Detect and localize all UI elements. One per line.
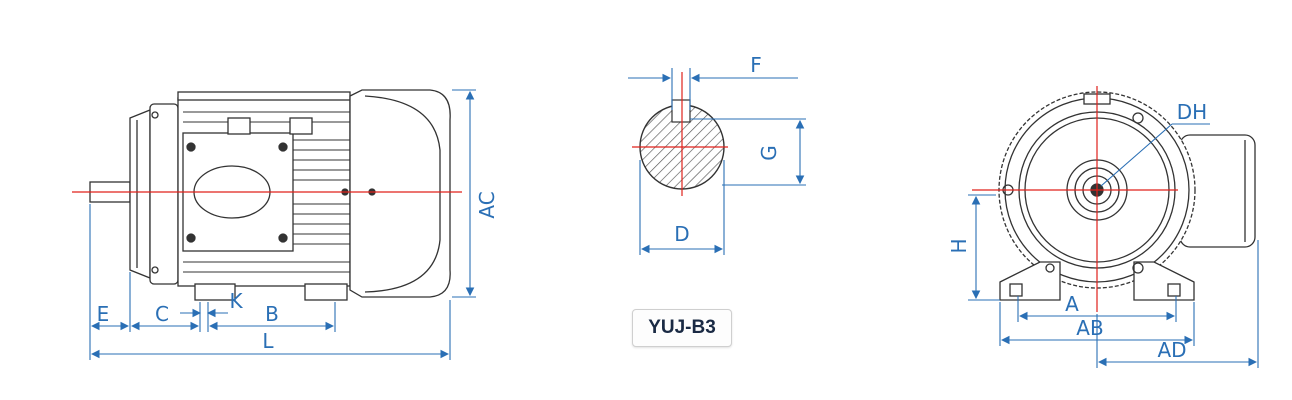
label-AD: AD bbox=[1157, 338, 1186, 362]
label-F: F bbox=[750, 53, 762, 77]
front-foot-right bbox=[1133, 261, 1195, 301]
label-C: C bbox=[155, 302, 169, 326]
label-K: K bbox=[229, 289, 243, 313]
terminal-box-screws bbox=[186, 142, 288, 243]
shaft-keyway bbox=[671, 99, 691, 123]
shaft-dimensions bbox=[628, 68, 806, 255]
front-dimensions bbox=[968, 123, 1259, 368]
label-D: D bbox=[674, 222, 689, 246]
model-badge: YUJ-B3 bbox=[632, 309, 732, 347]
label-AB: AB bbox=[1076, 316, 1103, 340]
front-foot-left bbox=[999, 261, 1061, 301]
shaft-section bbox=[632, 72, 728, 196]
front-view bbox=[998, 91, 1256, 301]
mounting-foot-front bbox=[194, 283, 236, 301]
label-H: H bbox=[947, 238, 971, 253]
label-DH: DH bbox=[1177, 100, 1207, 124]
fan-cover bbox=[349, 89, 451, 298]
label-A: A bbox=[1065, 292, 1079, 316]
front-endshield bbox=[129, 109, 151, 279]
label-B: B bbox=[265, 302, 279, 326]
label-G: G bbox=[757, 145, 781, 161]
label-L: L bbox=[262, 329, 274, 353]
mounting-foot-rear bbox=[304, 283, 348, 301]
side-dimensions bbox=[89, 89, 476, 360]
label-E: E bbox=[97, 302, 110, 326]
cooling-fins bbox=[183, 111, 350, 273]
side-view bbox=[89, 89, 451, 301]
label-AC: AC bbox=[475, 191, 499, 218]
